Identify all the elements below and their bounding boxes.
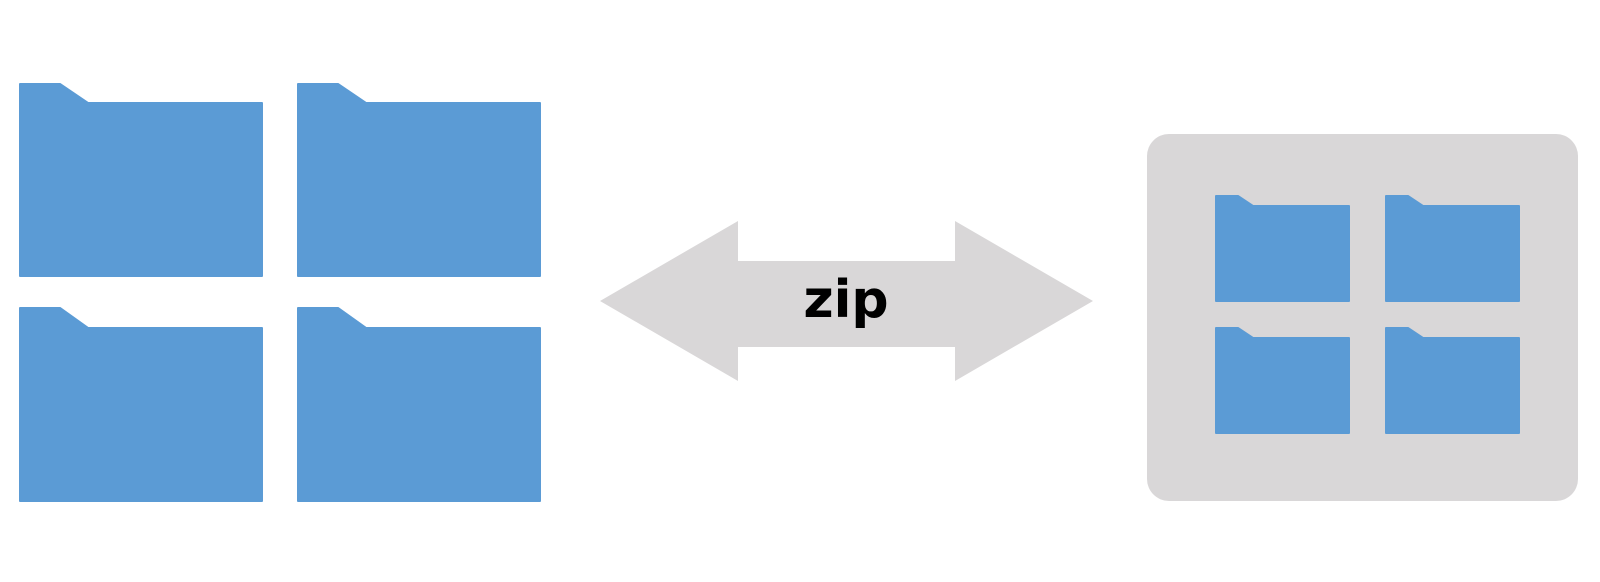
folder-icon <box>297 83 541 277</box>
folder-icon <box>1215 195 1350 302</box>
folder-icon <box>19 83 263 277</box>
double-arrow: zip <box>600 221 1093 381</box>
source-folders <box>19 83 541 502</box>
folder-icon <box>1385 327 1520 434</box>
folder-icon <box>1385 195 1520 302</box>
double-arrow-icon <box>600 221 1093 381</box>
archive-icon <box>1147 134 1578 501</box>
archive <box>1147 134 1578 501</box>
folder-icon <box>297 307 541 502</box>
folder-icon <box>19 307 263 502</box>
folder-icon <box>1215 327 1350 434</box>
arrow-label: zip <box>803 270 888 330</box>
